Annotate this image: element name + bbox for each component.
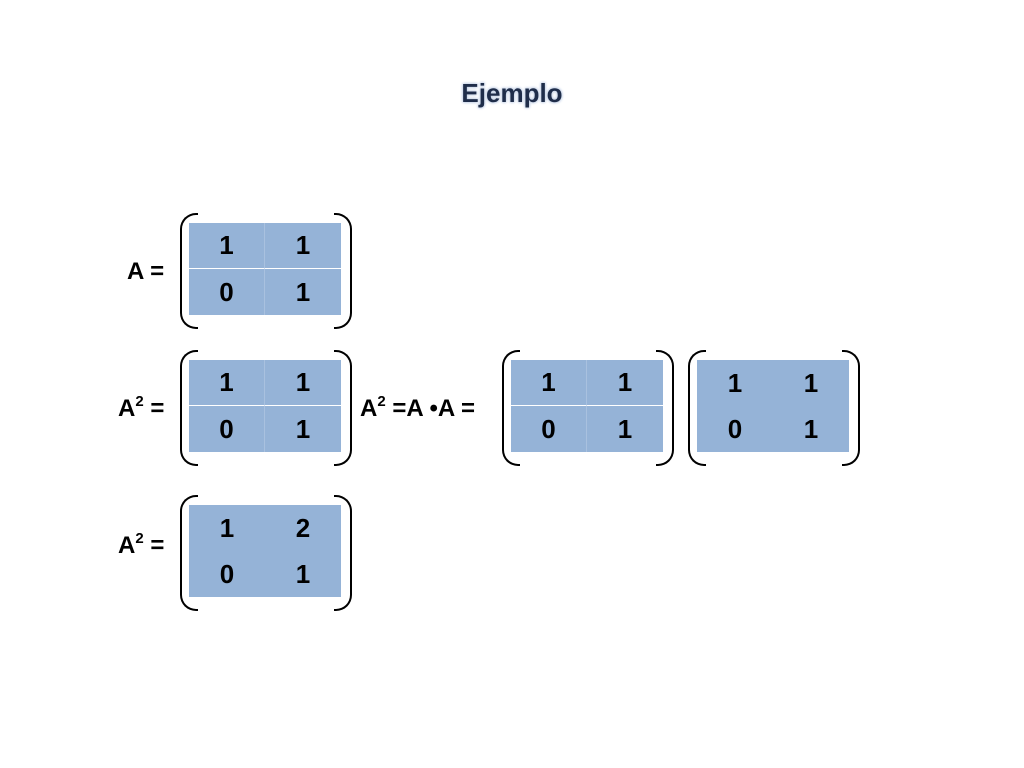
label-base: A <box>360 395 378 422</box>
matrix-cell: 1 <box>265 360 341 406</box>
matrix-cell: 1 <box>587 360 663 406</box>
matrix-cell: 1 <box>265 269 341 315</box>
matrix-cell: 1 <box>265 551 341 597</box>
right-bracket <box>334 495 352 611</box>
product-matrix-right: 1 1 0 1 <box>697 360 849 452</box>
matrix-cell: 1 <box>511 360 587 406</box>
matrix-a: 1 1 0 1 <box>189 223 341 315</box>
matrix-cell: 2 <box>265 505 341 551</box>
matrix-cell: 0 <box>189 269 265 315</box>
matrix-cell: 1 <box>189 505 265 551</box>
matrix-result: 1 2 0 1 <box>189 505 341 597</box>
matrix-cell: 1 <box>189 223 265 269</box>
matrix-cell: 0 <box>189 551 265 597</box>
label-superscript: 2 <box>135 393 144 410</box>
slide-title: Ejemplo <box>461 78 563 108</box>
matrix-cell: 1 <box>697 360 773 406</box>
matrix-result-label: A2 = <box>118 530 165 560</box>
matrix-cell: 1 <box>587 406 663 452</box>
matrix-a-label: A = <box>127 258 164 286</box>
matrix-cell: 1 <box>265 406 341 452</box>
matrix-cell: 0 <box>697 406 773 452</box>
label-base: A <box>127 258 144 285</box>
right-bracket <box>334 213 352 329</box>
right-bracket <box>334 350 352 466</box>
label-superscript: 2 <box>377 393 386 410</box>
label-rest: =A •A = <box>385 395 476 422</box>
label-suffix: = <box>143 258 165 285</box>
label-base: A <box>118 532 136 559</box>
label-superscript: 2 <box>135 530 144 547</box>
product-label: A2 =A •A = <box>360 393 476 423</box>
label-suffix: = <box>143 532 165 559</box>
right-bracket <box>656 350 674 466</box>
right-bracket <box>842 350 860 466</box>
matrix-a-squared-label: A2 = <box>118 393 165 423</box>
matrix-cell: 1 <box>773 406 849 452</box>
product-matrix-left: 1 1 0 1 <box>511 360 663 452</box>
matrix-cell: 0 <box>511 406 587 452</box>
matrix-cell: 1 <box>773 360 849 406</box>
label-suffix: = <box>143 395 165 422</box>
matrix-cell: 0 <box>189 406 265 452</box>
matrix-a-squared: 1 1 0 1 <box>189 360 341 452</box>
matrix-cell: 1 <box>189 360 265 406</box>
label-base: A <box>118 395 136 422</box>
matrix-cell: 1 <box>265 223 341 269</box>
